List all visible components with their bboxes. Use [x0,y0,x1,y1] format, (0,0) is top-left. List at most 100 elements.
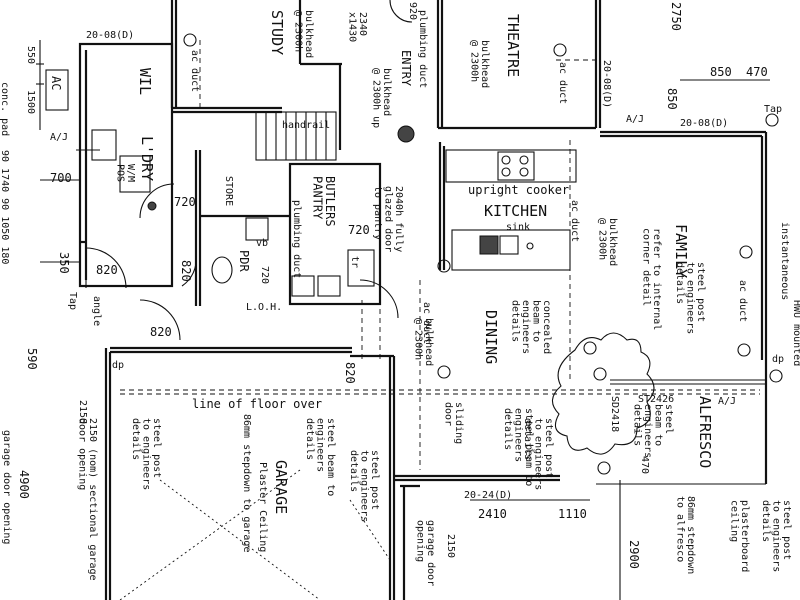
ac-duct-3: ac duct [737,280,748,322]
dim-820-2: 820 [179,260,193,282]
upright-cooker-label: upright cooker [468,183,569,197]
dim-2150-garage: 2150 [77,400,88,424]
dim-2008-2: 20-08(D) [601,60,612,108]
conc-pad-label: conc. pad [0,82,10,136]
dim-820-3: 820 [150,325,172,339]
room-pdr: PDR [237,250,251,272]
plumbing-duct-1: plumbing duct [417,10,428,88]
room-entry: ENTRY [399,50,413,87]
dim-850-2: 850 [665,88,679,110]
sink-label: sink [506,222,530,233]
laundry-fittings [91,125,415,211]
ac-duct-2: ac duct [557,62,568,104]
hidden-lines [119,40,760,600]
glazed-door-label: 2040h fullyglazed doorto pantry [372,186,404,252]
ac-duct-5: ac duct [569,200,580,242]
stepdown-garage-label: 86mm stepdown to garage [241,414,252,552]
aj-2: A/J [626,114,644,125]
loh-label: L.O.H. [246,302,282,313]
tap-2: Tap [67,292,78,310]
line-of-floor-over: line of floor over [192,397,322,411]
dim-720-2: 720 [348,223,370,237]
handrail-label: handrail [282,120,330,131]
angle-label: angle [91,296,102,326]
dim-720-1: 720 [174,195,196,209]
dim-sd2418: SD2418 [609,396,620,432]
bulkhead-up: bulkhead@ 2300h up [371,68,393,128]
wm-pos-label: W/MPOS [115,164,137,182]
dim-700: 700 [50,171,72,185]
room-garage: GARAGE [272,460,290,514]
ac-label: AC [49,76,63,90]
dim-820-4: 820 [343,362,357,384]
garage-door-right-label: garage dooropening [415,520,437,586]
room-labels: STUDY THEATRE ENTRY WIL L'DRY STORE BUTL… [136,10,714,514]
kitchen-fittings [445,149,577,271]
walls [78,0,768,600]
dim-920: 920 [407,2,418,20]
bulkhead-3: bulkhead@ 2300h [597,218,619,266]
plasterboard-ceiling-label: plasterboardceiling [729,500,751,572]
bulkhead-2: bulkhead@ 2300h [469,40,491,88]
steel-post-1: steel postto engineersdetails [674,262,706,334]
dim-1740: 90 1740 90 1050 180 [0,150,10,264]
sectional-door-label: 2150 (nom) sectional garagedoor opening [77,418,99,581]
dim-2150-right: 2150 [445,534,456,558]
room-study: STUDY [268,10,286,55]
dim-st2426: ST2426 [638,394,674,405]
garage-door-opening-label: garage door opening [1,430,12,544]
ac-duct-4: ac duct [421,302,432,344]
dp-2: dp [772,354,784,365]
dim-820-1: 820 [96,263,118,277]
room-theatre: THEATRE [504,14,522,77]
dim-1500: 1500 [25,90,36,114]
tap-1: Tap [764,104,782,115]
dim-720-3: 720 [259,266,270,284]
dim-2410: 2410 [478,507,507,521]
dim-2008-1: 20-08(D) [86,30,134,41]
steel-post-3: steel postto engineersdetails [348,450,380,522]
plaster-ceiling-label: Plaster Ceiling [257,462,268,552]
steel-beam-1: steel beam toengineersdetails [304,418,336,496]
plumbing-duct-2: plumbing duct [291,200,302,278]
dim-2008-3: 20-08(D) [680,118,728,129]
dp-1: dp [112,360,124,371]
stairs [255,111,337,161]
tr-label: tr [349,256,360,268]
vb-label: vb [256,238,268,249]
stepdown-alfresco-label: 86mm stepdownto alfresco [675,496,697,574]
ac-duct-1: ac duct [189,50,200,92]
room-alfresco: ALFRESCO [696,396,714,468]
steel-beam-3: steelbeam toengineersdetails [632,404,675,458]
dimensions: 550 1500 700 350 820 820 820 820 720 720… [0,2,768,569]
dim-850-1: 850 [710,65,732,79]
room-dining: DINING [482,310,500,364]
instantaneous-label: instantaneous [779,222,790,300]
refer-corner-label: refer to internalcorner detail [641,228,663,330]
dim-590: 590 [25,348,39,370]
dim-2750: 2750 [669,2,683,31]
aj-1: A/J [50,132,68,143]
steel-post-2: steel postto engineersdetails [130,418,162,490]
room-butlers-pantry: BUTLERSPANTRY [310,176,337,227]
dim-470: 470 [746,65,768,79]
dim-2900: 2900 [627,540,641,569]
room-kitchen: KITCHEN [484,202,547,220]
room-ldry: L'DRY [138,136,156,181]
aj-3: A/J [718,396,736,407]
annotations: AC conc. pad ac duct ac duct ac duct ac … [0,10,800,586]
bulkhead-4: bulkhead@ 2300h [413,318,435,366]
revision-cloud [183,33,783,475]
dimension-lines [36,40,770,600]
dim-2024: 20-24(D) [464,490,512,501]
dim-1110: 1110 [558,507,587,521]
dim-2340: 2340x1430 [347,12,369,42]
steel-post-5: steel postto engineersdetails [760,500,792,572]
door-swings [85,0,413,341]
sliding-door-label: slidingdoor [443,402,465,444]
dim-550: 550 [25,46,36,64]
room-store: STORE [223,176,234,206]
steel-beam-2: steel beam toengineersdetails [502,408,534,486]
dim-350: 350 [57,252,71,274]
